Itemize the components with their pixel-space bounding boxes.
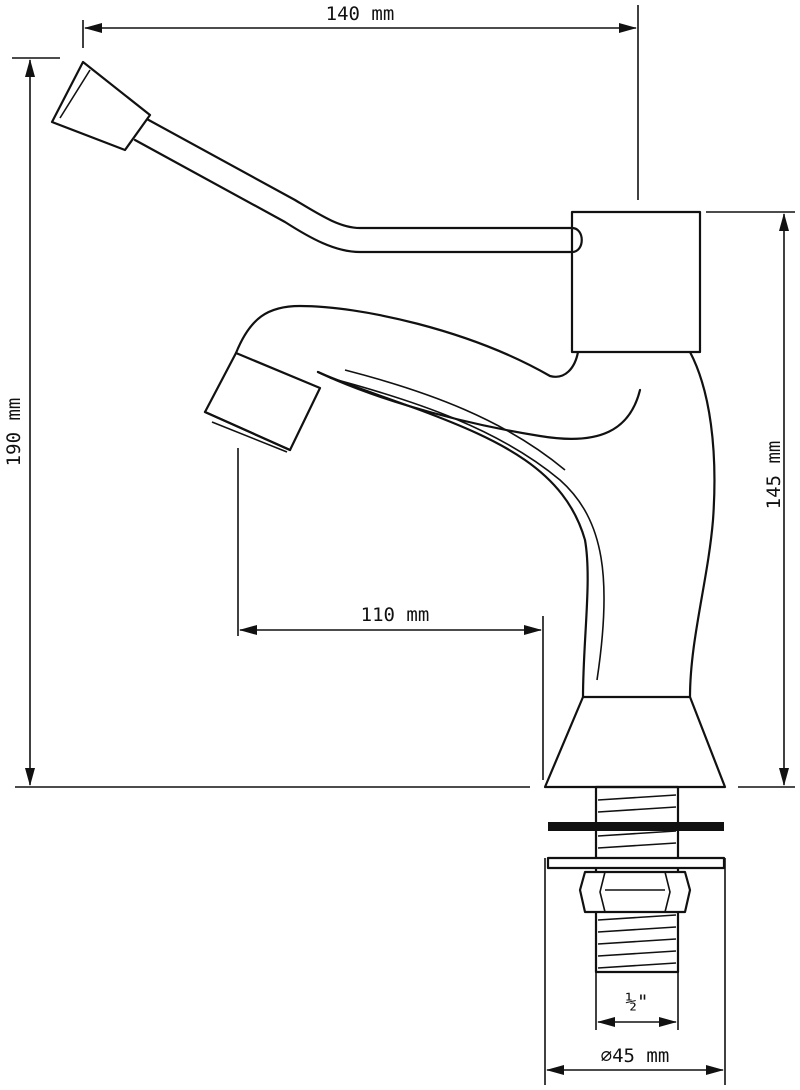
mounting-hardware xyxy=(546,785,726,974)
gasket xyxy=(548,822,724,831)
dim-total-height-label: 190 mm xyxy=(3,398,25,467)
lever-handle xyxy=(50,60,702,354)
extension-lines xyxy=(12,5,795,1085)
dimension-lines xyxy=(25,23,789,1075)
dim-diameter-label: ⌀45 mm xyxy=(601,1045,670,1067)
dim-width-label: 140 mm xyxy=(326,3,395,25)
thread-lines xyxy=(597,794,677,969)
dim-reach-label: 110 mm xyxy=(361,604,430,626)
dim-body-height-label: 145 mm xyxy=(763,441,785,510)
faucet-body xyxy=(203,304,727,789)
washer xyxy=(546,856,726,870)
nut xyxy=(578,870,692,914)
dim-thread-label: ½" xyxy=(626,991,649,1013)
